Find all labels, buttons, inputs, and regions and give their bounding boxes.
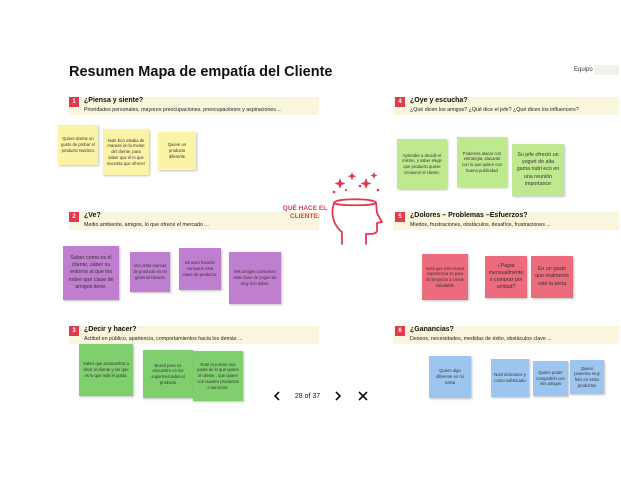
section-title: ¿Dolores – Problemas –Esfuerzos?	[410, 212, 528, 219]
section-title: ¿Oye y escucha?	[410, 97, 468, 104]
sticky-note[interactable]: Aprender a decidir el mismo, y saber ele…	[397, 139, 447, 189]
section-title: ¿Piensa y siente?	[84, 97, 144, 104]
section-title: ¿Ve?	[84, 212, 101, 219]
section-number: 1	[69, 97, 79, 107]
slide: Resumen Mapa de empatía del Cliente Equi…	[53, 55, 619, 418]
section-number: 2	[69, 212, 79, 222]
section-subtitle: Actitud en público, apariencia, comporta…	[84, 336, 243, 342]
pager: 28 of 37	[270, 388, 370, 404]
sticky-note[interactable]: Buscó pero no encuentro en los supermerc…	[143, 350, 193, 398]
head-brain-icon	[331, 172, 383, 245]
sticky-note[interactable]: Saber que acostumbra a decir al cliente …	[79, 344, 133, 396]
sticky-note[interactable]: Ven otras marcas de producto en mi géner…	[130, 252, 170, 292]
sticky-note[interactable]: Quiero algo diferente en mi rutina	[429, 356, 471, 398]
close-icon[interactable]	[356, 389, 370, 403]
sticky-note[interactable]: Nutri deliciosos y como sofisticado	[491, 359, 529, 397]
sticky-note[interactable]: ¡ Pagar mensualmente o comprar por unida…	[485, 256, 527, 298]
sticky-note[interactable]: Nutri Eco estaba de manera en la mente d…	[103, 129, 149, 175]
center-label: QUÉ HACE EL CLIENTE:	[282, 205, 328, 221]
section-number: 3	[69, 326, 79, 336]
section-subtitle: Prioridades personales, mayores preocupa…	[84, 107, 282, 113]
section-subtitle: ¿Qué dicen los amigos? ¿Qué dice el jefe…	[410, 107, 579, 113]
section-number: 6	[395, 326, 405, 336]
sticky-note[interactable]: Saber como es el cliente, saber su entor…	[63, 246, 119, 300]
team-label: Equipo	[574, 67, 593, 73]
section-header-bar	[69, 212, 319, 230]
page-indicator: 28 of 37	[294, 392, 321, 400]
section-subtitle: Miedos, frustraciones, obstáculos, desaf…	[410, 222, 551, 228]
sticky-note[interactable]: Quiero poder compartirlo con mis amigos	[533, 361, 568, 396]
section-title: ¿Decir y hacer?	[84, 326, 137, 333]
sticky-note[interactable]: Quiero ponerme muy feliz en estos produc…	[570, 360, 604, 394]
sticky-note[interactable]: Será que esta nueva experiencia se para …	[422, 254, 468, 300]
section-header-bar	[393, 326, 619, 344]
sticky-note[interactable]: Mis amigos consumen esta clase de yogurt…	[229, 252, 281, 304]
section-header-bar	[393, 97, 619, 115]
chevron-right-icon[interactable]	[331, 389, 345, 403]
section-subtitle: Deseos, necesidades, medidas de éxito, o…	[410, 336, 552, 342]
section-header-bar	[69, 326, 319, 344]
section-header-bar	[69, 97, 319, 115]
team-field[interactable]	[594, 65, 619, 75]
sticky-note[interactable]: En un gasto que realmente vale la pena	[531, 256, 573, 298]
section-header-bar	[393, 212, 619, 230]
chevron-left-icon[interactable]	[270, 389, 284, 403]
sticky-note[interactable]: Quiere un producto diferente	[158, 132, 196, 170]
sticky-note[interactable]: Nutri eco tiene una pauta de lo que quie…	[193, 351, 243, 401]
sticky-note[interactable]: Quiere darme un gusto de probar el produ…	[58, 125, 98, 165]
section-subtitle: Medio ambiente, amigos, lo que ofrece el…	[84, 222, 209, 228]
sticky-note[interactable]: Mi actor favorito consume esta clase de …	[179, 248, 221, 290]
section-number: 4	[395, 97, 405, 107]
sticky-note[interactable]: Podemos atacar con estrategia, alacanto …	[457, 137, 507, 187]
section-number: 5	[395, 212, 405, 222]
section-title: ¿Ganancias?	[410, 326, 454, 333]
sticky-note[interactable]: Su jefe ofreció un yogurt de alta gama n…	[512, 144, 564, 196]
slide-title: Resumen Mapa de empatía del Cliente	[69, 64, 333, 80]
